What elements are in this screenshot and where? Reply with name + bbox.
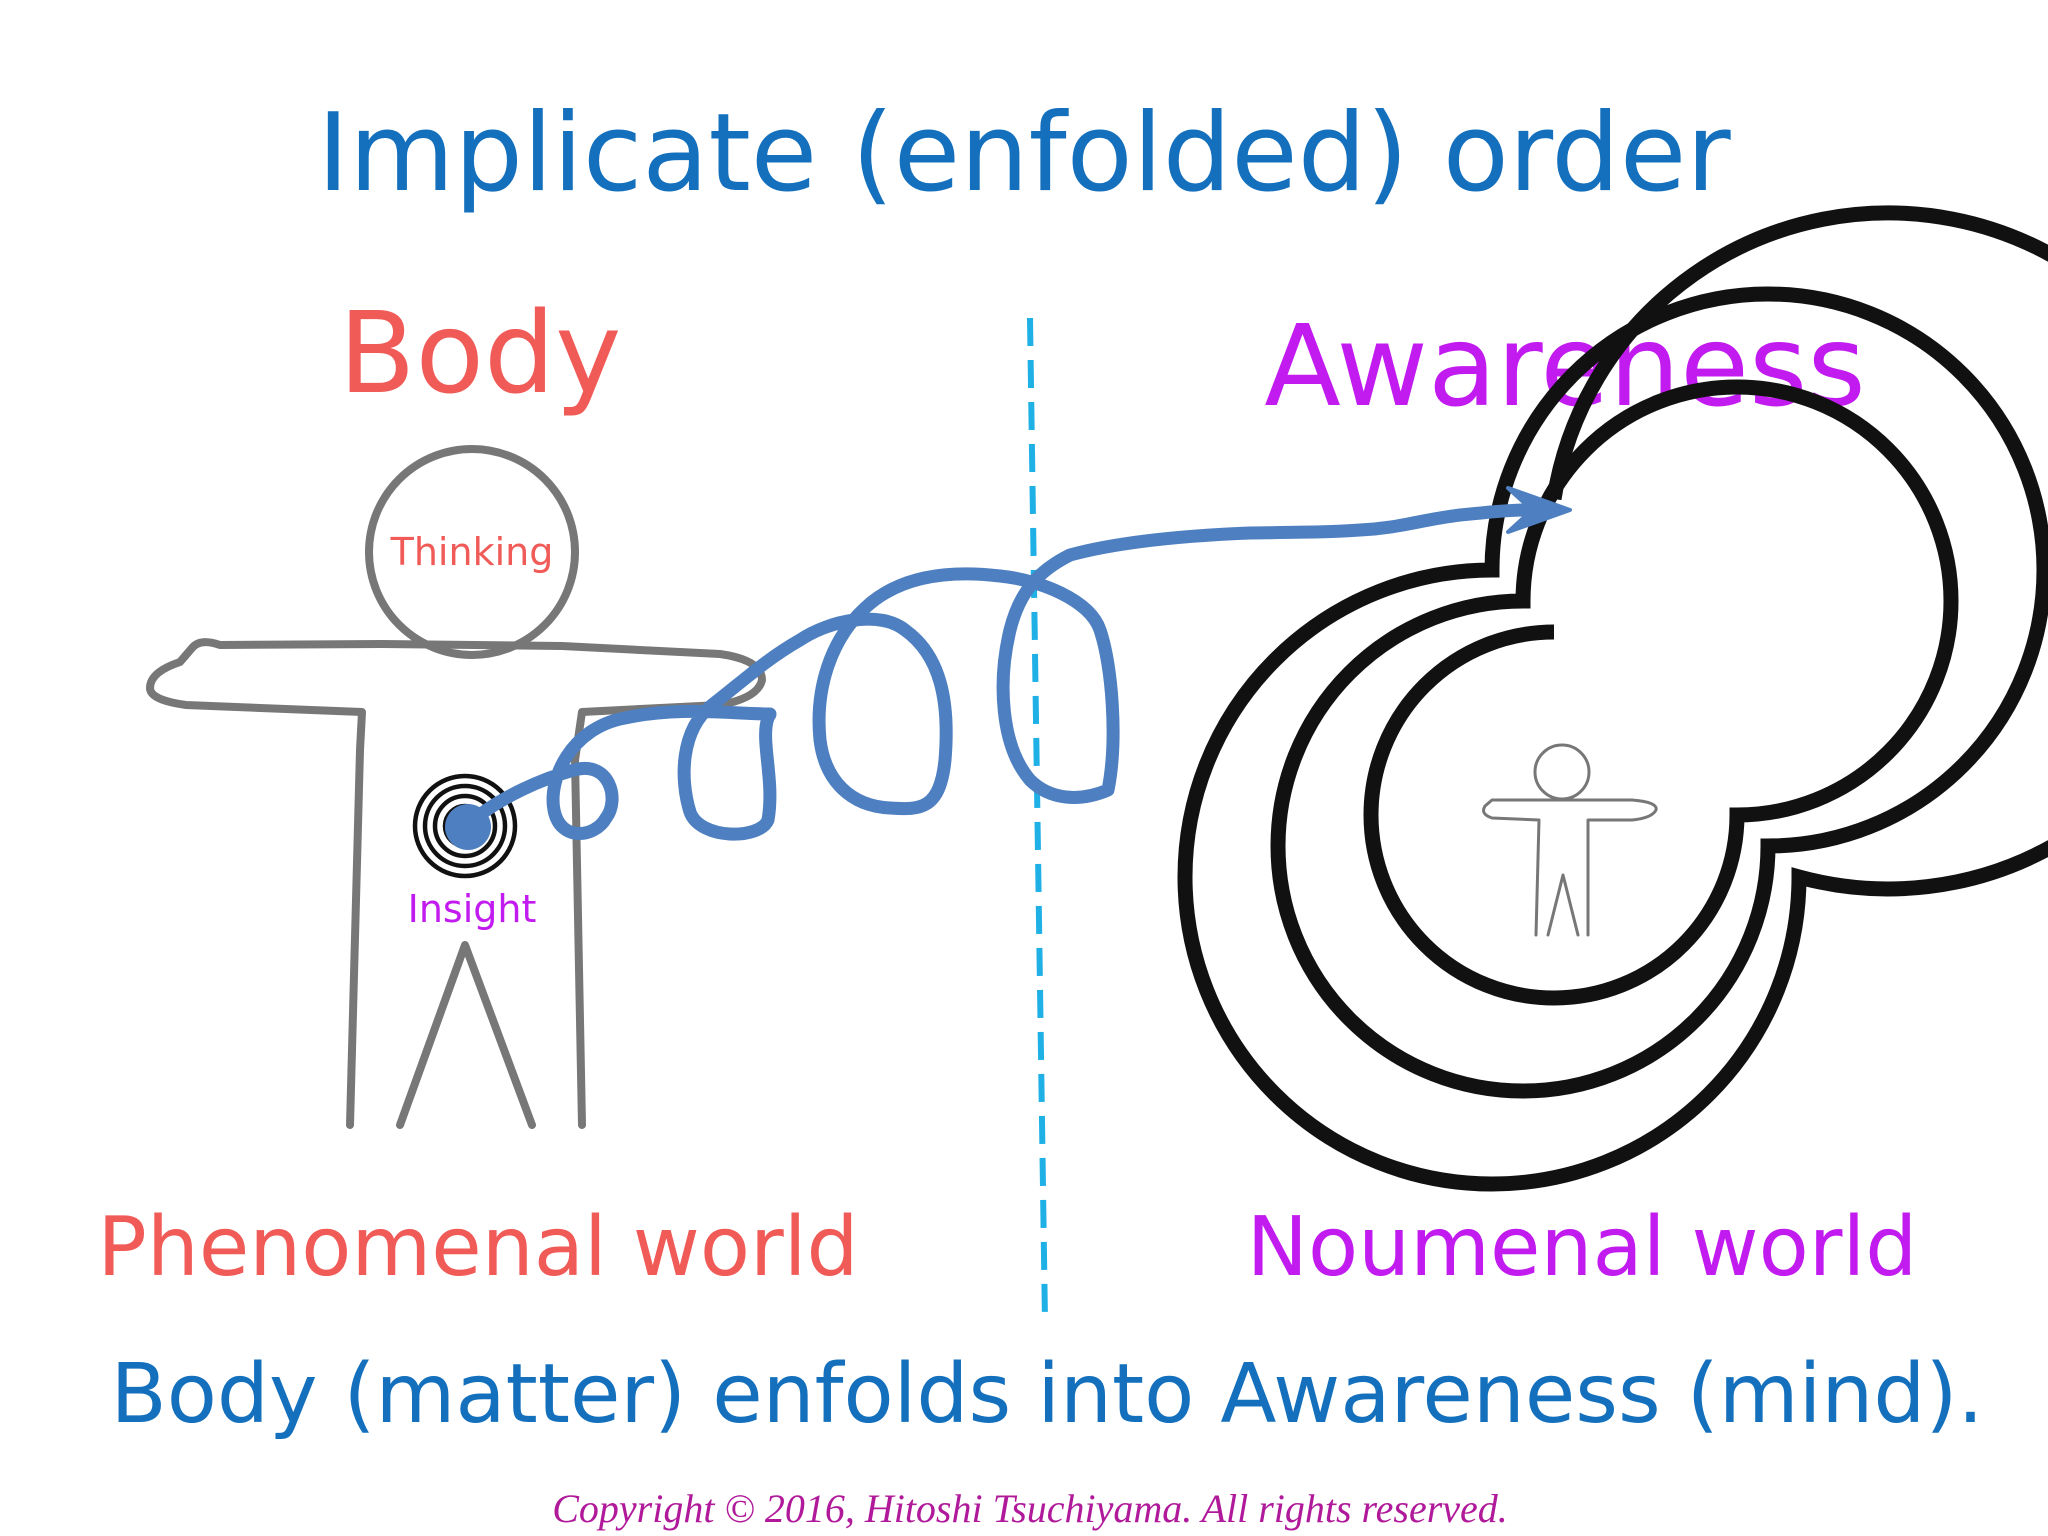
- thinking-label: Thinking: [390, 530, 554, 574]
- copyright-notice: Copyright © 2016, Hitoshi Tsuchiyama. Al…: [552, 1486, 1508, 1531]
- divider-line: [1027, 317, 1048, 1323]
- noumenal-world-label: Noumenal world: [1247, 1200, 1918, 1295]
- awareness-figure-outline: [1482, 798, 1658, 937]
- insight-dot: [445, 804, 491, 850]
- insight-label: Insight: [408, 887, 537, 931]
- body-outline: [146, 638, 766, 1129]
- enfolding-flow-line: [459, 503, 1537, 841]
- awareness-figure: [1482, 743, 1658, 937]
- awareness-figure-legs: [1546, 873, 1580, 937]
- body-head: [365, 445, 579, 659]
- body-figure: [146, 445, 766, 1129]
- diagram-title: Implicate (enfolded) order: [317, 91, 1731, 216]
- diagram-caption: Body (matter) enfolds into Awareness (mi…: [110, 1347, 1983, 1442]
- awareness-spiral: [1177, 205, 2048, 1192]
- awareness-heading: Awareness: [1264, 302, 1865, 432]
- body-heading: Body: [339, 289, 622, 419]
- phenomenal-world-label: Phenomenal world: [97, 1200, 858, 1295]
- awareness-figure-head: [1533, 743, 1591, 801]
- flow-arrowhead: [1506, 486, 1572, 534]
- body-legs: [396, 941, 536, 1129]
